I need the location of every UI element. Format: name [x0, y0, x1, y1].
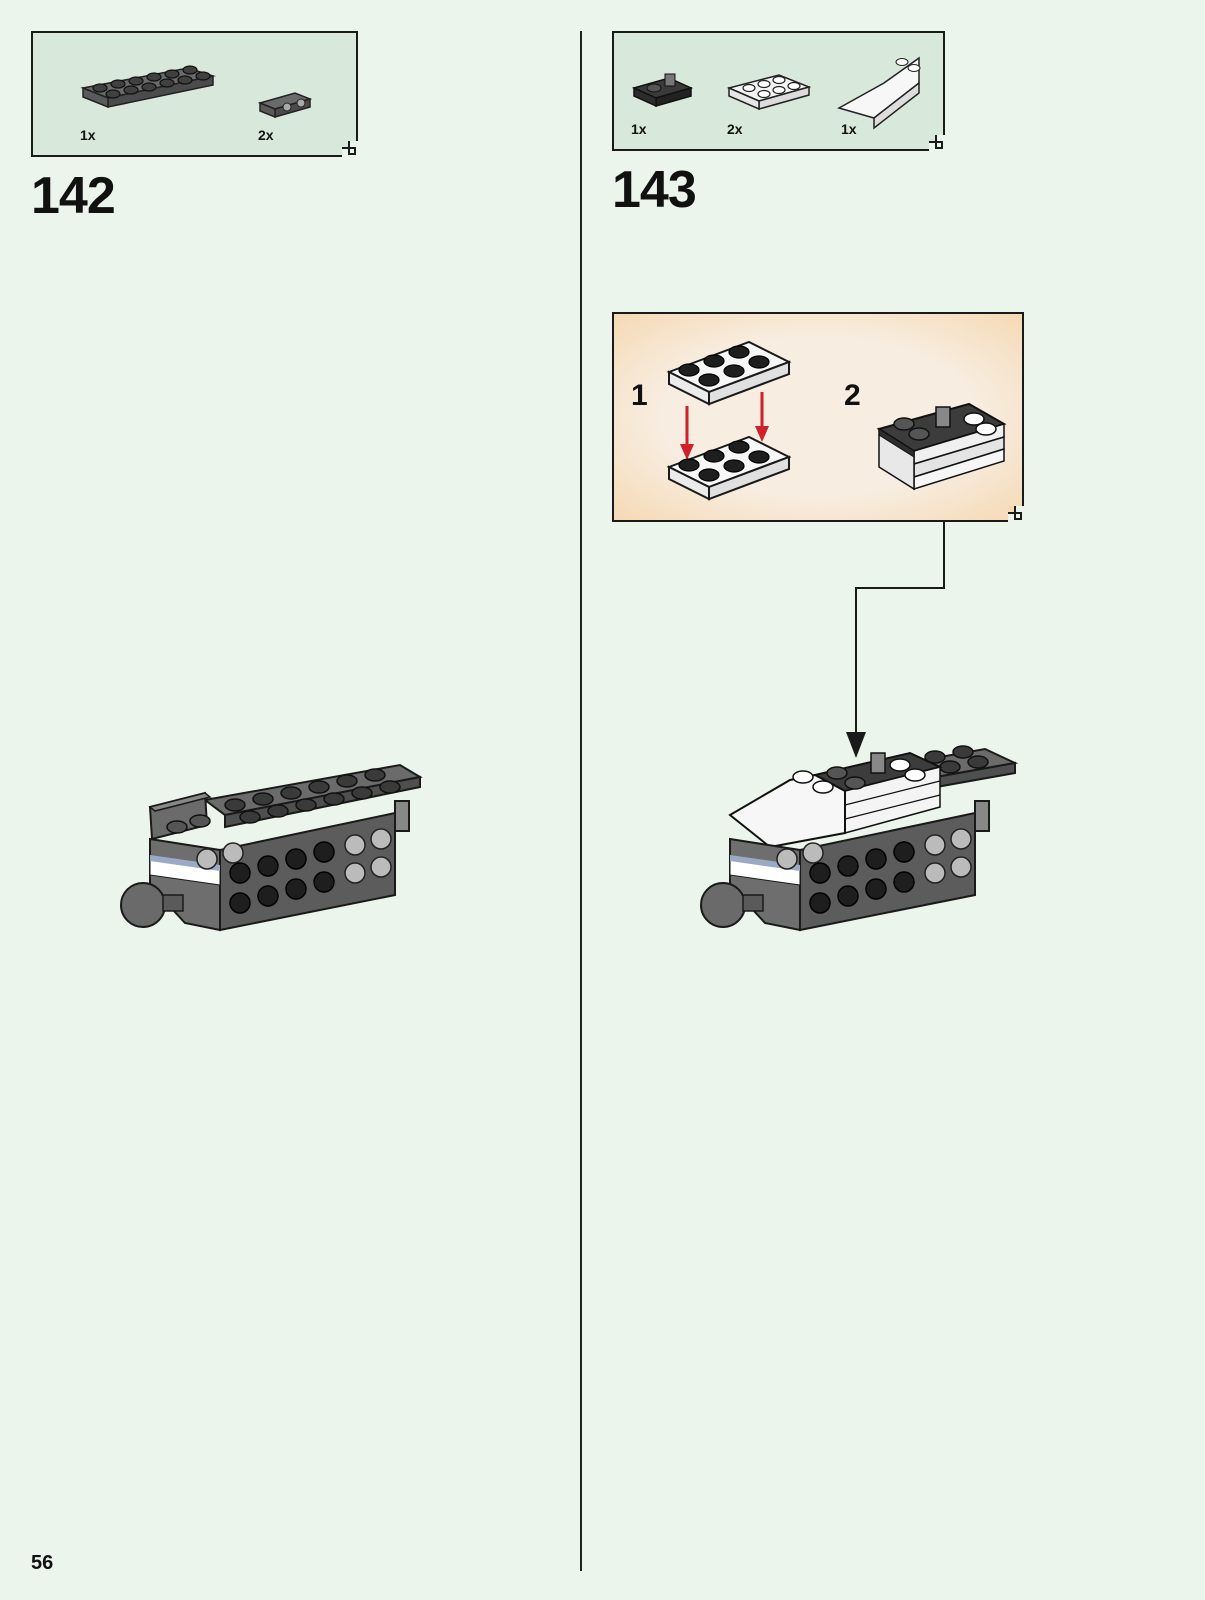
- dark-gray-plate-2x6-icon: [78, 43, 228, 113]
- model-step-143-illustration: [695, 735, 1025, 945]
- corner-mark: [1008, 506, 1024, 522]
- corner-mark: [929, 135, 945, 151]
- dark-gray-bracket-icon: [255, 85, 315, 125]
- part-qty: 1x: [631, 121, 647, 137]
- step-number: 142: [31, 166, 115, 226]
- step-number: 143: [612, 160, 696, 220]
- callout-connector-arrow: [840, 520, 960, 770]
- white-slope-icon: [834, 48, 934, 118]
- parts-list-step-142: 1x 2x: [31, 31, 358, 157]
- sub-step-number: 2: [844, 379, 861, 413]
- page-divider: [580, 31, 582, 1571]
- sub-step-number: 1: [631, 379, 648, 413]
- model-step-142-illustration: [115, 735, 435, 945]
- sub-assembly-callout: 1 2: [612, 312, 1024, 522]
- sub-step-2-illustration: [874, 399, 1024, 509]
- part-qty: 2x: [258, 127, 274, 143]
- parts-list-step-143: 1x 2x 1x: [612, 31, 945, 151]
- part-qty: 2x: [727, 121, 743, 137]
- white-plate-2x3-icon: [724, 63, 824, 113]
- corner-mark: [342, 141, 358, 157]
- sub-step-1-illustration: [659, 322, 819, 517]
- part-qty: 1x: [80, 127, 96, 143]
- black-tile-plate-icon: [629, 68, 699, 118]
- part-qty: 1x: [841, 121, 857, 137]
- page-number: 56: [31, 1552, 53, 1575]
